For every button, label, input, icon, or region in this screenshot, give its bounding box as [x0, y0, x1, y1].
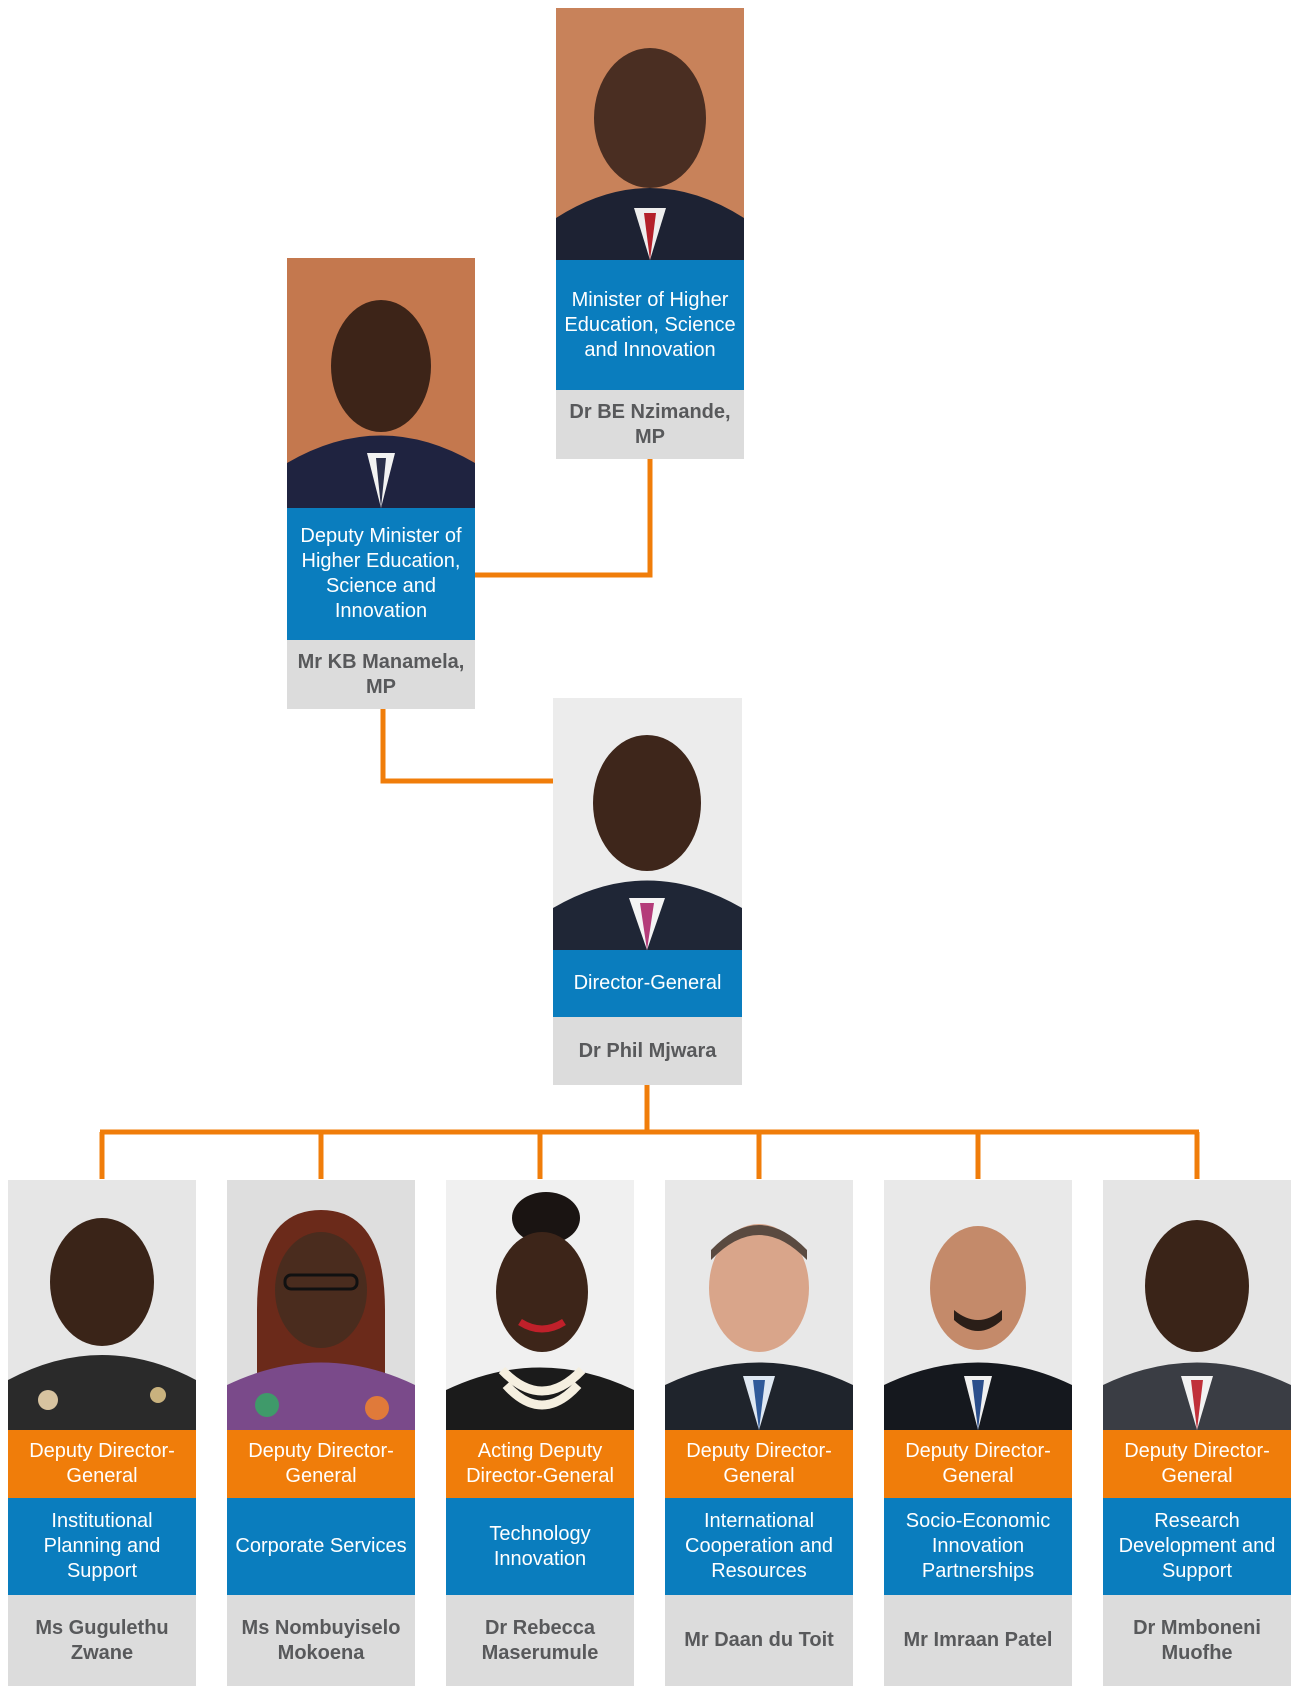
deputy-portrait-photo — [8, 1180, 196, 1430]
director-general-card: Director-General Dr Phil Mjwara — [553, 698, 742, 1085]
deputy-portrait-photo — [1103, 1180, 1291, 1430]
deputy-branch: Technology Innovation — [446, 1498, 634, 1595]
deputy-title: Deputy Director-General — [884, 1430, 1072, 1498]
deputy-minister-role: Deputy Minister of Higher Education, Sci… — [287, 508, 475, 640]
director-general-role: Director-General — [553, 950, 742, 1017]
deputy-name: Ms Nombuyiselo Mokoena — [227, 1595, 415, 1686]
deputy-branch: Institutional Planning and Support — [8, 1498, 196, 1595]
minister-role: Minister of Higher Education, Science an… — [556, 260, 744, 390]
deputy-portrait-photo — [665, 1180, 853, 1430]
deputy-title: Deputy Director-General — [8, 1430, 196, 1498]
deputy-minister-card: Deputy Minister of Higher Education, Sci… — [287, 258, 475, 709]
deputy-name: Dr Rebecca Maserumule — [446, 1595, 634, 1686]
minister-name: Dr BE Nzimande, MP — [556, 390, 744, 459]
deputy-title: Deputy Director-General — [227, 1430, 415, 1498]
deputy-title: Deputy Director-General — [1103, 1430, 1291, 1498]
director-general-portrait-photo — [553, 698, 742, 950]
minister-card: Minister of Higher Education, Science an… — [556, 8, 744, 459]
deputy-card-5: Deputy Director-General Socio-Economic I… — [884, 1180, 1072, 1686]
deputy-branch: Corporate Services — [227, 1498, 415, 1595]
deputy-branch: International Cooperation and Resources — [665, 1498, 853, 1595]
deputy-title: Deputy Director-General — [665, 1430, 853, 1498]
deputy-portrait-photo — [446, 1180, 634, 1430]
deputy-card-3: Acting Deputy Director-General Technolog… — [446, 1180, 634, 1686]
deputy-portrait-photo — [884, 1180, 1072, 1430]
deputy-minister-name: Mr KB Manamela, MP — [287, 640, 475, 709]
deputy-branch: Research Development and Support — [1103, 1498, 1291, 1595]
deputy-name: Ms Gugulethu Zwane — [8, 1595, 196, 1686]
deputy-card-2: Deputy Director-General Corporate Servic… — [227, 1180, 415, 1686]
deputy-minister-portrait-photo — [287, 258, 475, 508]
deputy-card-4: Deputy Director-General International Co… — [665, 1180, 853, 1686]
deputy-name: Mr Imraan Patel — [884, 1595, 1072, 1686]
deputy-name: Dr Mmboneni Muofhe — [1103, 1595, 1291, 1686]
deputy-card-1: Deputy Director-General Institutional Pl… — [8, 1180, 196, 1686]
director-general-name: Dr Phil Mjwara — [553, 1017, 742, 1085]
deputy-card-6: Deputy Director-General Research Develop… — [1103, 1180, 1291, 1686]
deputy-branch: Socio-Economic Innovation Partnerships — [884, 1498, 1072, 1595]
minister-portrait-photo — [556, 8, 744, 260]
deputy-title: Acting Deputy Director-General — [446, 1430, 634, 1498]
deputy-portrait-photo — [227, 1180, 415, 1430]
deputy-name: Mr Daan du Toit — [665, 1595, 853, 1686]
